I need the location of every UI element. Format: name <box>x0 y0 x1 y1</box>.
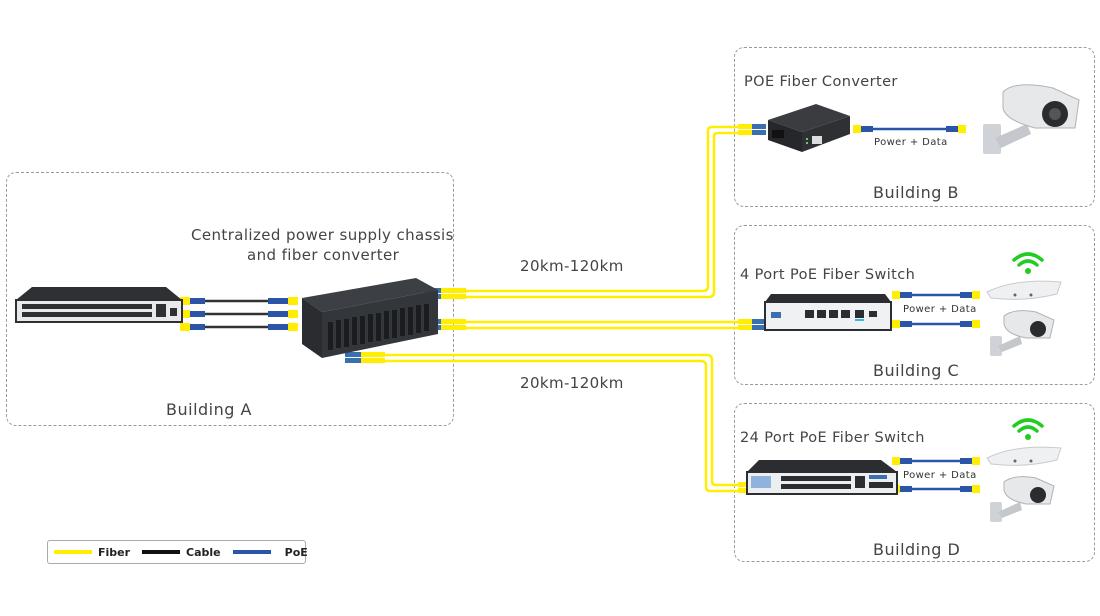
building-d-link-label: Power + Data <box>903 470 977 481</box>
fiber-swatch <box>54 550 92 554</box>
wireless-access-point-c <box>986 280 1062 300</box>
building-b-label: Building B <box>873 183 959 202</box>
building-c-device-label: 4 Port PoE Fiber Switch <box>740 267 916 283</box>
poe-fiber-converter <box>768 104 850 152</box>
building-d-zone <box>734 403 1095 562</box>
building-b-link-label: Power + Data <box>874 137 948 148</box>
building-c-label: Building C <box>873 361 960 380</box>
legend-item-cable: Cable <box>136 546 221 559</box>
building-c-zone <box>734 225 1095 385</box>
building-d-label: Building D <box>873 540 961 559</box>
poe-swatch <box>232 550 271 554</box>
cable-swatch <box>142 550 181 554</box>
legend-label-poe: PoE <box>284 545 308 559</box>
poe-switch-4-port <box>764 294 892 331</box>
chassis-label-line1: Centralized power supply chassis <box>191 226 454 244</box>
legend-item-poe: PoE <box>227 546 308 559</box>
distance-label-lower: 20km-120km <box>520 374 624 392</box>
wifi-icon-d <box>1012 418 1044 440</box>
fiber-link-c <box>466 320 745 330</box>
rj45-connectors <box>180 125 980 493</box>
distance-label-upper: 20km-120km <box>520 257 624 275</box>
core-switch-48-port <box>15 287 183 323</box>
media-converter-chassis <box>302 278 438 358</box>
building-c-link-label: Power + Data <box>903 304 977 315</box>
legend-label-fiber: Fiber <box>98 545 131 559</box>
building-d-device-label: 24 Port PoE Fiber Switch <box>740 430 925 446</box>
building-b-device-label: POE Fiber Converter <box>744 74 898 90</box>
fiber-link-b <box>466 125 745 299</box>
legend: Fiber Cable PoE <box>47 540 308 564</box>
cable-links <box>205 299 268 329</box>
wireless-access-point-d <box>986 446 1062 466</box>
fiber-link-d <box>385 353 745 493</box>
ip-camera-b <box>983 84 1080 154</box>
chassis-label-line2: and fiber converter <box>247 246 400 264</box>
legend-item-fiber: Fiber <box>48 546 130 559</box>
legend-label-cable: Cable <box>186 545 221 559</box>
ip-camera-d <box>990 476 1055 522</box>
poe-switch-24-port <box>746 460 898 495</box>
ip-camera-c <box>990 310 1055 356</box>
building-a-label: Building A <box>166 400 252 419</box>
wifi-icon-c <box>1012 252 1044 274</box>
poe-links <box>870 127 965 491</box>
